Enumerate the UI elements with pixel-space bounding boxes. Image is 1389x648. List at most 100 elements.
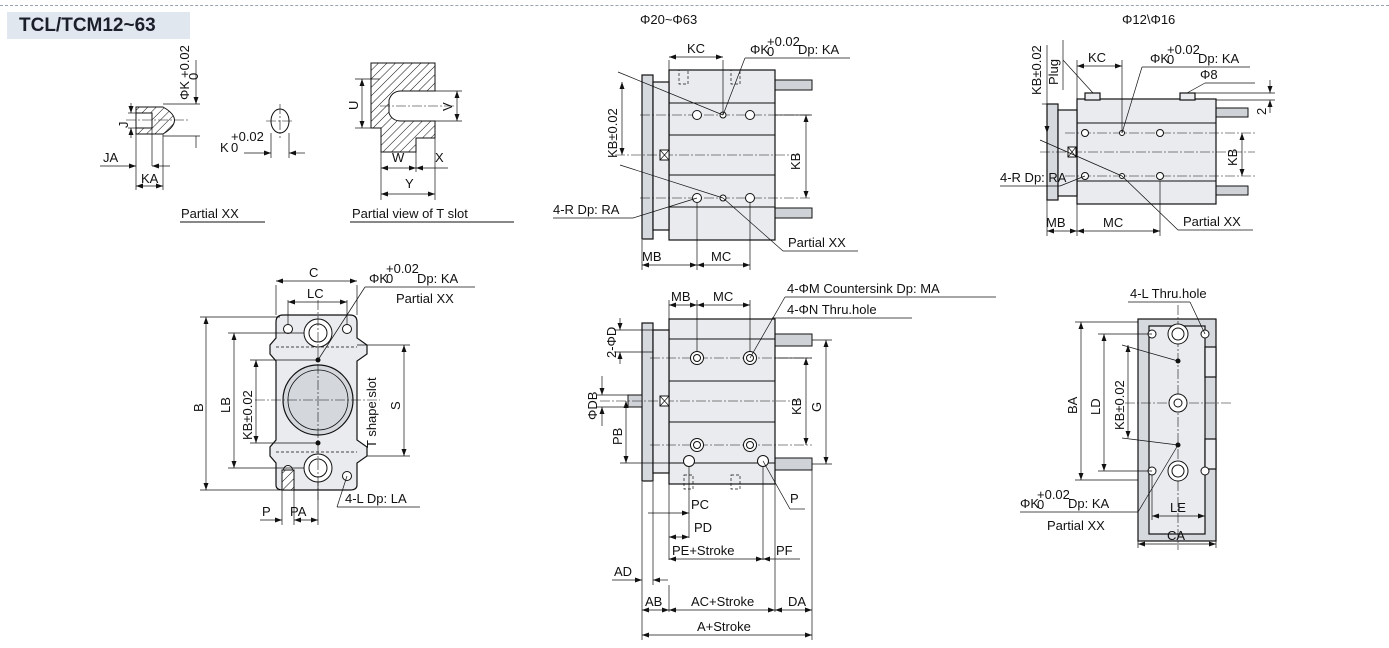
phik-label: ΦK xyxy=(369,271,388,286)
kb-tol-label: KB±0.02 xyxy=(1112,380,1127,430)
t-slot-caption: Partial view of T slot xyxy=(352,206,468,221)
phi-k-label: ΦK xyxy=(177,81,192,100)
partial-xx-pointer: Partial XX xyxy=(1183,214,1241,229)
svg-text:+0.02: +0.02 xyxy=(231,129,264,144)
lc-label: LC xyxy=(307,286,324,301)
kb-label: KB xyxy=(788,153,803,170)
pf-label: PF xyxy=(776,543,793,558)
top-right-body xyxy=(1076,98,1217,205)
title-badge: TCL/TCM12~63 xyxy=(7,12,190,39)
thru-hole-label: 4-ΦN Thru.hole xyxy=(787,302,877,317)
k-label: K xyxy=(220,140,229,155)
pa-label: PA xyxy=(290,504,307,519)
ld-label: LD xyxy=(1088,398,1103,415)
svg-text:0: 0 xyxy=(186,73,201,80)
partial-xx-view: ΦK +0.02 0 J JA KA K +0.02 0 xyxy=(100,45,305,223)
mb-label: MB xyxy=(1046,215,1066,230)
svg-text:0: 0 xyxy=(386,271,393,286)
b-label: B xyxy=(191,403,206,412)
kb-tol-label: KB±0.02 xyxy=(1029,45,1044,95)
y-label: Y xyxy=(405,176,414,191)
ka-label: KA xyxy=(141,171,159,186)
l-thru-label: 4-L Thru.hole xyxy=(1130,286,1207,301)
s-label: S xyxy=(388,401,403,410)
mb-label: MB xyxy=(642,249,662,264)
top-dashed-border xyxy=(0,5,1389,6)
mc-label: MC xyxy=(713,289,733,304)
partial-xx-pointer: Partial XX xyxy=(396,291,454,306)
front-view: C LC ΦK +0.02 0 Dp: KA Partial XX B LB K… xyxy=(191,261,475,525)
t-slot-view: U V W X Y Partial view of T slot xyxy=(346,62,514,223)
a-label: A+Stroke xyxy=(697,619,751,634)
c-label: C xyxy=(309,265,318,280)
r-dp-label: 4-R Dp: RA xyxy=(1000,170,1067,185)
kb-tol-label: KB±0.02 xyxy=(605,108,620,158)
plug-label: Plug xyxy=(1046,59,1061,85)
t-slot-label: T shape slot xyxy=(364,377,379,448)
kc-label: KC xyxy=(687,41,705,56)
x-label: X xyxy=(435,150,444,165)
page-title: TCL/TCM12~63 xyxy=(19,15,156,36)
svg-text:Dp: KA: Dp: KA xyxy=(798,42,840,57)
svg-text:Dp: KA: Dp: KA xyxy=(1068,496,1110,511)
u-label: U xyxy=(346,101,361,110)
partial-xx-pointer: Partial XX xyxy=(1047,518,1105,533)
v-label: V xyxy=(440,102,455,111)
ad-label: AD xyxy=(614,564,632,579)
phik-label: ΦK xyxy=(1150,51,1169,66)
top-right-heading: Φ12\Φ16 xyxy=(1122,12,1175,27)
ab-label: AB xyxy=(645,594,662,609)
w-label: W xyxy=(392,150,405,165)
svg-text:0: 0 xyxy=(1167,52,1174,67)
le-label: LE xyxy=(1170,500,1186,515)
j-label: J xyxy=(116,122,131,129)
pd-label: PD xyxy=(694,520,712,535)
svg-text:Dp: KA: Dp: KA xyxy=(417,271,459,286)
top-middle-heading: Φ20~Φ63 xyxy=(640,12,697,27)
kb-label: KB xyxy=(1225,149,1240,166)
top-middle-view: Φ20~Φ63 KC xyxy=(553,12,858,270)
mb-label: MB xyxy=(671,289,691,304)
svg-text:0: 0 xyxy=(1037,497,1044,512)
bottom-right-view: 4-L Thru.hole BA LD KB±0.02 ΦK +0.02 0 D… xyxy=(1020,286,1232,550)
two-label: 2 xyxy=(1254,108,1269,115)
partial-xx-pointer: Partial XX xyxy=(788,235,846,250)
ca-label: CA xyxy=(1167,528,1185,543)
r-dp-label: 4-R Dp: RA xyxy=(553,202,620,217)
mc-label: MC xyxy=(711,249,731,264)
ac-label: AC+Stroke xyxy=(691,594,754,609)
svg-text:Dp: KA: Dp: KA xyxy=(1198,51,1240,66)
two-phid-label: 2-ΦD xyxy=(604,327,619,358)
p-label: P xyxy=(262,504,271,519)
partial-xx-bore xyxy=(135,112,153,129)
pe-label: PE+Stroke xyxy=(672,543,735,558)
lb-label: LB xyxy=(218,397,233,413)
kb-label: KB xyxy=(789,398,804,415)
svg-text:+0.02: +0.02 xyxy=(1037,487,1070,502)
countersink-label: 4-ΦM Countersink Dp: MA xyxy=(787,281,940,296)
svg-text:+0.02: +0.02 xyxy=(767,34,800,49)
partial-xx-caption: Partial XX xyxy=(181,206,239,221)
top-right-view: Φ12\Φ16 KB±0.02 Plug xyxy=(1000,12,1275,236)
da-label: DA xyxy=(788,594,806,609)
t-slot-section xyxy=(370,62,436,153)
ba-label: BA xyxy=(1065,396,1080,414)
ja-label: JA xyxy=(103,150,119,165)
pb-label: PB xyxy=(610,428,625,445)
kb-tol-label: KB±0.02 xyxy=(240,390,255,440)
phik-label: ΦK xyxy=(750,42,769,57)
phidb-label: ΦDB xyxy=(585,392,600,420)
mc-label: MC xyxy=(1103,215,1123,230)
svg-text:+0.02: +0.02 xyxy=(1167,42,1200,57)
phik-label: ΦK xyxy=(1020,496,1039,511)
svg-text:0: 0 xyxy=(767,44,774,59)
svg-text:+0.02: +0.02 xyxy=(386,261,419,276)
bottom-middle-view: MB MC 4-ΦM Countersink Dp: MA 4-ΦN Thru.… xyxy=(585,281,996,640)
kc-label: KC xyxy=(1088,50,1106,65)
pc-label: PC xyxy=(691,497,709,512)
p-label: P xyxy=(790,491,799,506)
l-dp-label: 4-L Dp: LA xyxy=(345,491,407,506)
svg-text:0: 0 xyxy=(231,140,238,155)
